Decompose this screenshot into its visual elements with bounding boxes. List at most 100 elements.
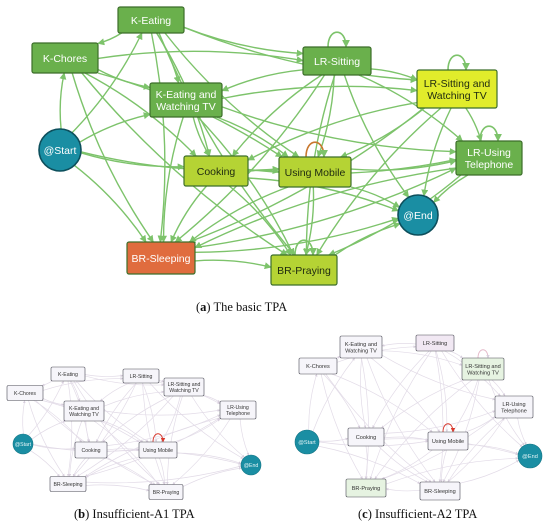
node-box (455, 140, 523, 176)
node-label: LR-Sitting (423, 341, 448, 347)
node-label: @Start (298, 440, 316, 446)
node-using-mobile: Using Mobile (427, 431, 469, 451)
node-box (461, 357, 505, 381)
node-circle (517, 443, 543, 469)
node-br-praying: BR-Praying (148, 484, 184, 500)
edge-k_eating-k_eat_tv (156, 32, 181, 84)
edge-br_sleeping-br_praying (194, 259, 272, 270)
edge-start-k_eating (71, 32, 143, 134)
edge-lr_phone-br_sleeping (447, 417, 505, 483)
edge-lr_sitting-lr_sit_tv (370, 68, 418, 81)
node-label: Telephone (226, 411, 250, 417)
edge-using_mobile-lr_phone (350, 158, 457, 171)
node-k-chores: K-Chores (31, 42, 99, 74)
edge-lr_phone-br_praying (382, 417, 496, 480)
edge-k_eat_tv-lr_phone (381, 354, 496, 401)
edge-k_eat_tv-lr_sit_tv (221, 85, 418, 100)
node-label: @Start (15, 442, 32, 448)
edge-lr_sitting-lr_sit_tv (449, 350, 463, 359)
edge-start-k_eat_tv (31, 420, 66, 440)
node-box (49, 476, 87, 492)
node-start: @Start (294, 429, 320, 455)
edge-lr_sit_tv-cooking (247, 101, 418, 161)
node-label: Cooking (81, 448, 100, 454)
edge-start-cooking (32, 444, 76, 451)
node-label: LR-Sitting (314, 56, 360, 68)
node-box (298, 357, 338, 375)
edge-k_eat_tv-cooking (85, 420, 91, 443)
edge-lr_sit_tv-using_mobile (452, 379, 479, 433)
node-br-sleeping: BR-Sleeping (49, 476, 87, 492)
edge-cooking-lr_phone (106, 414, 221, 446)
node-circle (38, 128, 82, 172)
edge-k_eat_tv-lr_phone (221, 106, 457, 156)
edge-k_eat_tv-using_mobile (216, 116, 289, 158)
self-loop-using_mobile (305, 141, 328, 158)
edge-br_sleeping-end (459, 459, 520, 484)
edge-k_chores-br_sleeping (28, 400, 65, 477)
node-br-praying: BR-Praying (345, 478, 387, 498)
node-box (6, 385, 44, 401)
node-k-eating: K-Eating (50, 366, 86, 382)
node-lr-sitting: LR-Sitting (302, 46, 372, 76)
node-box (50, 366, 86, 382)
edge-lr_phone-end (239, 418, 250, 456)
node-label: @End (244, 463, 259, 469)
edge-br_praying-end (334, 222, 401, 256)
edge-k_chores-k_eat_tv (42, 398, 65, 406)
node-using-mobile: Using Mobile (278, 156, 352, 188)
node-box (494, 395, 534, 419)
edge-lr_phone-end (517, 417, 527, 445)
node-k-chores: K-Chores (6, 385, 44, 401)
node-circle (294, 429, 320, 455)
edge-lr_sit_tv-lr_phone (465, 107, 483, 142)
node-label: K-Eating (58, 372, 78, 378)
self-loop-layer (152, 433, 166, 443)
edge-k_eating-k_eat_tv (70, 380, 81, 402)
node-using-mobile: Using Mobile (138, 441, 178, 459)
node-label: K-Chores (43, 53, 87, 65)
edge-k_eat_tv-lr_sit_tv (103, 390, 165, 407)
edge-start-cooking (80, 152, 185, 171)
edge-br_praying-end (385, 456, 519, 485)
edge-br_sleeping-end (85, 465, 242, 484)
edge-k_eat_tv-br_sleeping (159, 116, 184, 243)
node-label: BR-Praying (153, 490, 180, 496)
node-box (302, 46, 372, 76)
self-loop-lr_phone (479, 125, 502, 142)
edge-lr_sitting-br_sleeping (174, 74, 326, 243)
edge-lr_sit_tv-end (421, 107, 452, 197)
edge-k_eat_tv-using_mobile (370, 357, 440, 433)
edge-k_chores-cooking (323, 373, 361, 429)
edge-lr_sit_tv-end (191, 395, 245, 458)
edge-lr_sit_tv-br_sleeping (76, 395, 174, 477)
edge-lr_sitting-k_eat_tv (221, 69, 304, 92)
node-label: Cooking (197, 166, 236, 178)
edge-cooking-lr_phone (247, 157, 457, 175)
edge-k_eat_tv-lr_sit_tv (381, 350, 463, 366)
node-label: Watching TV (467, 370, 499, 376)
edge-k_eating-br_praying (73, 380, 161, 485)
node-label: BR-Praying (277, 265, 331, 277)
edge-k_chores-cooking (33, 400, 82, 443)
node-circle (397, 194, 439, 236)
edge-k_chores-br_praying (81, 72, 288, 256)
edge-k_chores-cooking (84, 72, 197, 157)
node-label: K-Eating and (69, 406, 99, 412)
edge-using_mobile-br_praying (381, 449, 433, 480)
node-box (138, 441, 178, 459)
edge-lr_sit_tv-cooking (102, 395, 171, 443)
edge-start-k_chores (308, 373, 318, 431)
edge-lr_sitting-using_mobile (316, 74, 335, 158)
node-box (163, 377, 205, 397)
node-k-eating: K-Eating (117, 6, 185, 34)
edge-k_chores-br_sleeping (71, 72, 154, 243)
caption-a-text: The basic TPA (213, 300, 288, 314)
